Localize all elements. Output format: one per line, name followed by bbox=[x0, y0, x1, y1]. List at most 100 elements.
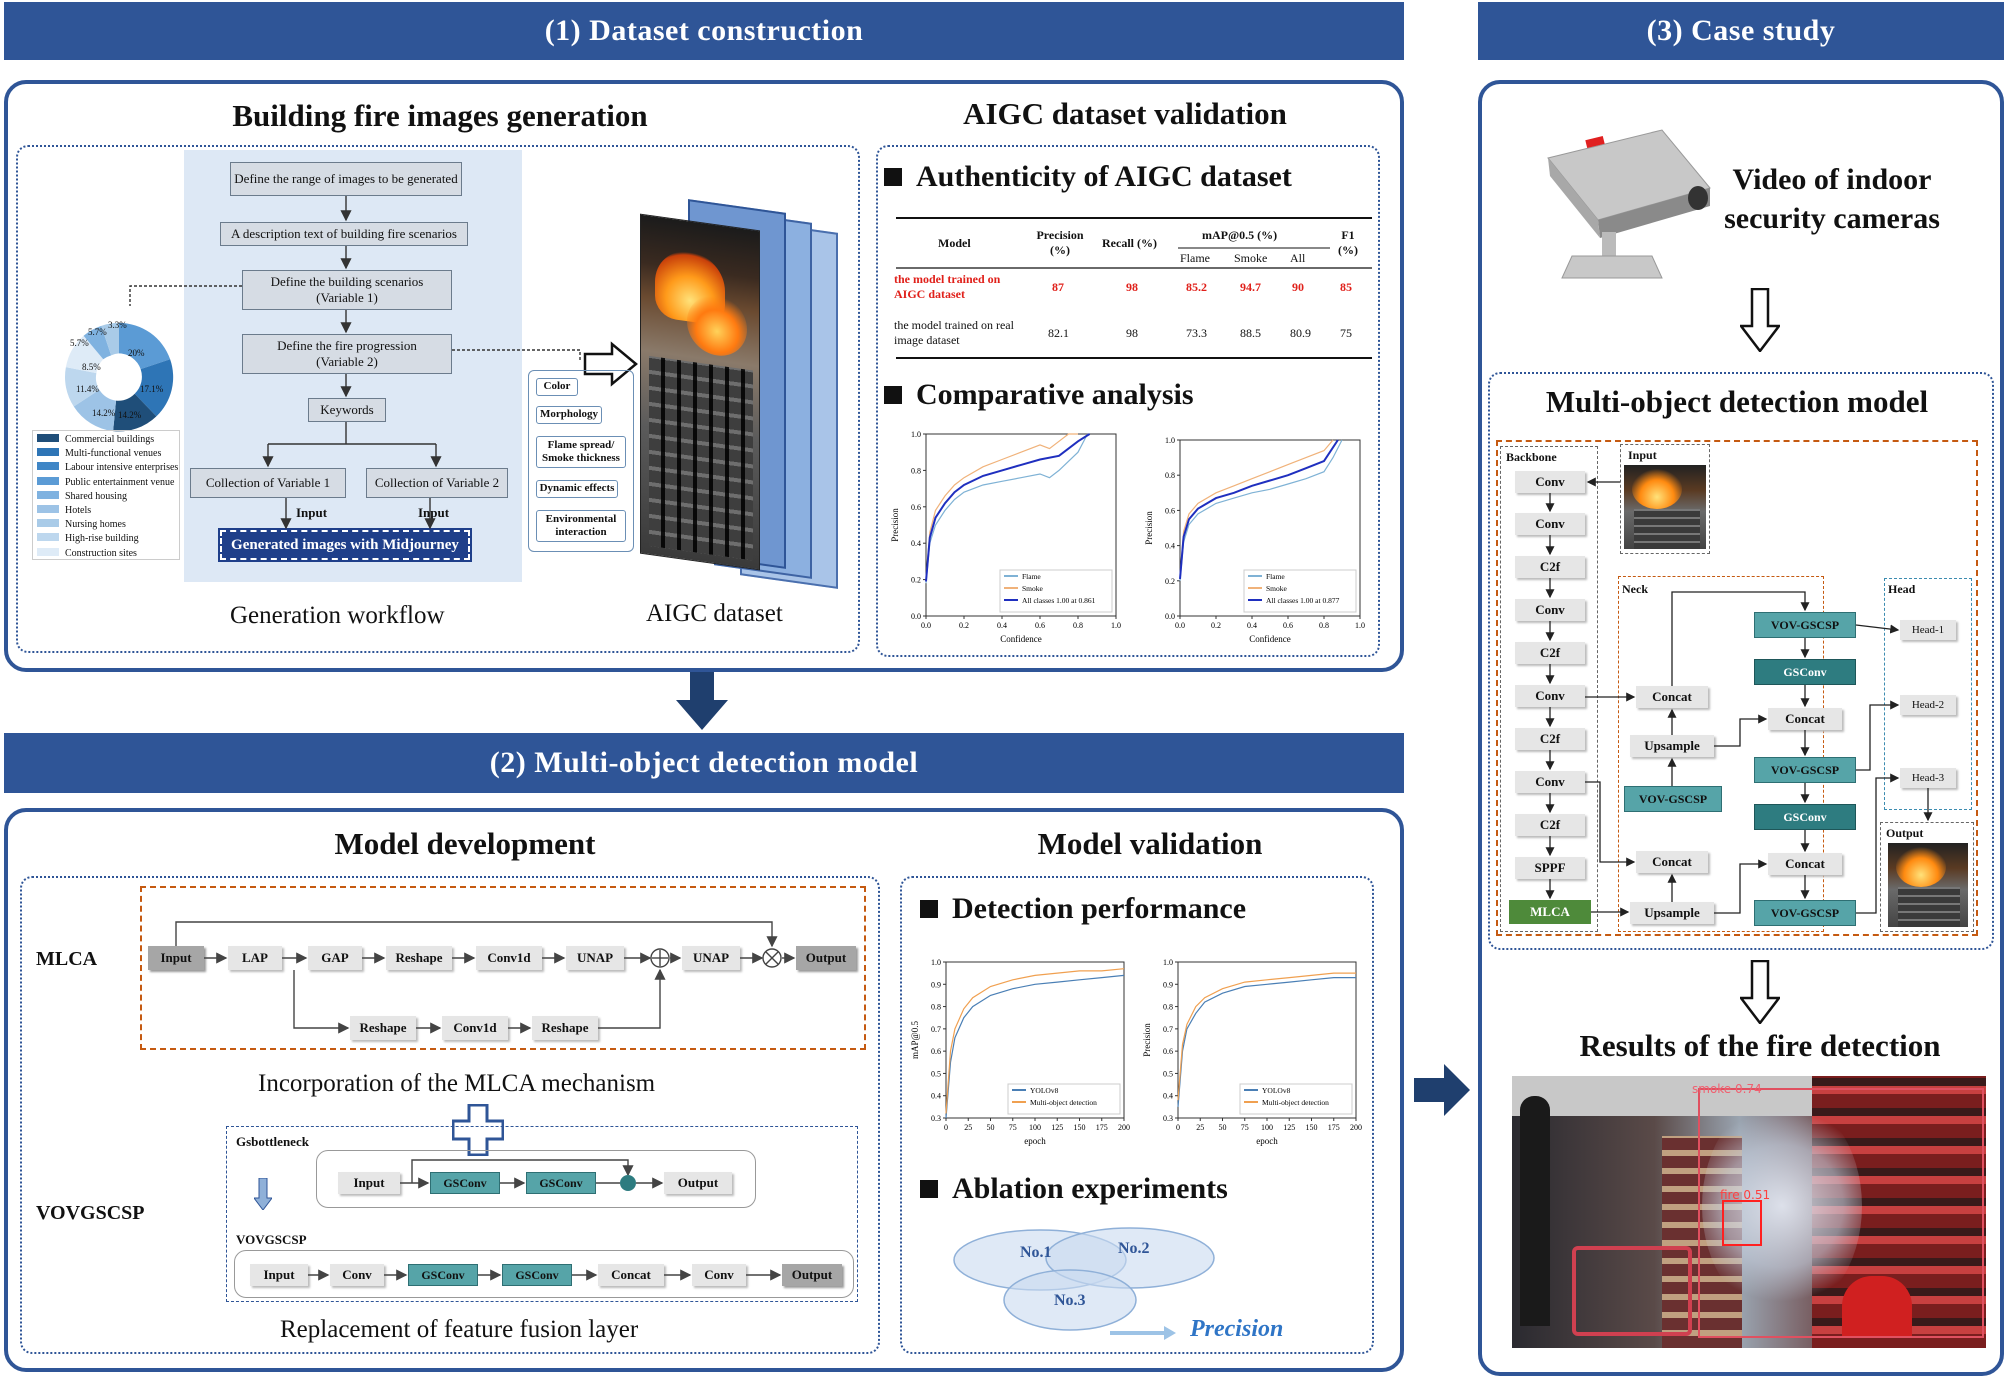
row2-model: the model trained on real image dataset bbox=[894, 318, 1014, 347]
mlca-gap: GAP bbox=[308, 946, 362, 970]
authenticity-heading: Authenticity of AIGC dataset bbox=[884, 160, 1292, 194]
neck-gsconv-1: GSConv bbox=[1754, 659, 1856, 685]
legend-label: YOLOv8 bbox=[1262, 1086, 1291, 1095]
legend-item: Construction sites bbox=[37, 547, 179, 561]
y-tick-label: 0.4 bbox=[1165, 542, 1175, 551]
backbone-conv-5: Conv bbox=[1515, 771, 1585, 793]
banner-multi-object-detection: (2) Multi-object detection model bbox=[4, 733, 1404, 793]
legend-item: Multi-functional venues bbox=[37, 447, 179, 461]
neck-vov-3: VOV-GSCSP bbox=[1754, 757, 1856, 783]
y-tick-label: 0.6 bbox=[931, 1047, 941, 1056]
output-label: Output bbox=[1886, 826, 1924, 840]
neck-label: Neck bbox=[1622, 582, 1648, 596]
legend-label: Multi-object detection bbox=[1030, 1098, 1097, 1107]
th-recall: Recall (%) bbox=[1102, 236, 1157, 250]
legend-label: Smoke bbox=[1266, 584, 1288, 593]
y-tick-label: 1.0 bbox=[1165, 436, 1175, 445]
step-keywords: Keywords bbox=[308, 398, 386, 422]
video-caption: Video of indoor security cameras bbox=[1724, 163, 1940, 235]
x-tick-label: 0 bbox=[1176, 1123, 1180, 1132]
mlca-input: Input bbox=[148, 946, 204, 970]
series-line bbox=[1179, 439, 1334, 578]
comparative-text: Comparative analysis bbox=[916, 378, 1194, 411]
right-arrow-icon bbox=[1414, 1064, 1470, 1116]
hollow-down-arrow-icon bbox=[1740, 960, 1780, 1024]
vov-conv-1: Conv bbox=[330, 1264, 384, 1286]
input-fire-image bbox=[1624, 465, 1706, 549]
x-tick-label: 0.2 bbox=[959, 621, 969, 630]
y-tick-label: 0.4 bbox=[1163, 1092, 1173, 1101]
x-tick-label: 0.8 bbox=[1319, 621, 1329, 630]
y-tick-label: 0.9 bbox=[1163, 980, 1173, 989]
ablation-text: Ablation experiments bbox=[952, 1172, 1228, 1205]
backbone-c2f-3: C2f bbox=[1515, 728, 1585, 750]
gsb-output: Output bbox=[664, 1172, 732, 1194]
y-tick-label: 0.3 bbox=[1163, 1114, 1173, 1123]
gsbottleneck-label: Gsbottleneck bbox=[236, 1134, 309, 1149]
vovgscsp-side-label: VOVGSCSP bbox=[36, 1202, 145, 1224]
mlca-unap-2: UNAP bbox=[682, 946, 740, 970]
bullet-square-icon bbox=[884, 168, 902, 186]
mlca-reshape-3: Reshape bbox=[532, 1016, 598, 1040]
pie-label-1: 3.3% bbox=[108, 320, 127, 330]
model-development-title: Model development bbox=[334, 826, 596, 861]
pie-label-6: 11.4% bbox=[76, 384, 99, 394]
y-tick-label: 0.8 bbox=[911, 466, 921, 475]
x-axis-label: epoch bbox=[1256, 1136, 1278, 1146]
y-tick-label: 1.0 bbox=[931, 958, 941, 967]
x-axis-label: Confidence bbox=[1249, 634, 1290, 644]
mlca-reshape-2: Reshape bbox=[350, 1016, 416, 1040]
pie-label-8: 14.2% bbox=[118, 410, 142, 420]
neck-vov-2: VOV-GSCSP bbox=[1754, 612, 1856, 638]
y-tick-label: 0.5 bbox=[931, 1069, 941, 1078]
backbone-box bbox=[1500, 446, 1598, 932]
smoke-detection-label: smoke 0.74 bbox=[1692, 1082, 1762, 1096]
legend-label: Hotels bbox=[65, 505, 92, 517]
pie-label-5: 8.5% bbox=[82, 362, 101, 372]
security-camera-icon bbox=[1547, 129, 1711, 279]
pie-label-2: 5.7% bbox=[88, 327, 107, 337]
y-tick-label: 0.8 bbox=[1163, 1003, 1173, 1012]
x-tick-label: 0.4 bbox=[1247, 621, 1257, 630]
banner-case-study: (3) Case study bbox=[1478, 2, 2004, 60]
x-tick-label: 100 bbox=[1261, 1123, 1273, 1132]
detection-model-box bbox=[1488, 372, 1994, 950]
backbone-label: Backbone bbox=[1506, 450, 1557, 464]
legend-item: Public entertainment venue bbox=[37, 476, 179, 490]
head-2: Head-2 bbox=[1900, 695, 1956, 715]
y-tick-label: 0.7 bbox=[1163, 1025, 1173, 1034]
plus-icon bbox=[452, 1104, 504, 1156]
mlca-conv1d-1: Conv1d bbox=[476, 946, 542, 970]
fire-detection-label: fire 0.51 bbox=[1720, 1188, 1771, 1202]
bullet-square-icon bbox=[884, 386, 902, 404]
x-tick-label: 125 bbox=[1283, 1123, 1295, 1132]
x-tick-label: 0 bbox=[944, 1123, 948, 1132]
neck-vov-4: VOV-GSCSP bbox=[1754, 900, 1856, 926]
row2-flame: 73.3 bbox=[1186, 326, 1207, 340]
y-tick-label: 0.5 bbox=[1163, 1069, 1173, 1078]
neck-box bbox=[1618, 576, 1824, 932]
series-line bbox=[945, 968, 1125, 1114]
ablation-venn-diagram bbox=[953, 1227, 1215, 1331]
x-tick-label: 50 bbox=[1219, 1123, 1227, 1132]
y-tick-label: 0.8 bbox=[931, 1003, 941, 1012]
x-tick-label: 1.0 bbox=[1111, 621, 1121, 630]
y-tick-label: 0.2 bbox=[1165, 577, 1175, 586]
y-tick-label: 0.6 bbox=[1165, 506, 1175, 515]
precision-arrow-icon bbox=[1110, 1326, 1176, 1340]
x-tick-label: 0.2 bbox=[1211, 621, 1221, 630]
backbone-mlca: MLCA bbox=[1509, 900, 1591, 924]
keyword-panel bbox=[528, 370, 634, 552]
backbone-conv-1: Conv bbox=[1515, 471, 1585, 493]
step-collection-var1: Collection of Variable 1 bbox=[190, 468, 346, 498]
row1-precision: 87 bbox=[1052, 280, 1064, 294]
gsb-input: Input bbox=[338, 1172, 400, 1194]
legend-box bbox=[999, 569, 1113, 613]
vov-dashed-box bbox=[226, 1126, 858, 1302]
generation-title: Building fire images generation bbox=[232, 98, 648, 133]
down-arrow-small-icon bbox=[254, 1178, 272, 1210]
keyword-morphology: Morphology bbox=[536, 406, 602, 424]
backbone-c2f-4: C2f bbox=[1515, 814, 1585, 836]
mlca-unap-1: UNAP bbox=[566, 946, 624, 970]
